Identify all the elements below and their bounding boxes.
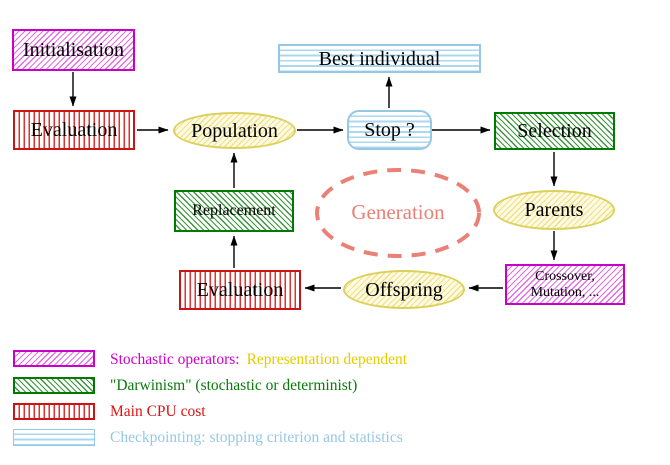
node-stop: Stop ? <box>347 110 432 150</box>
node-parents: Parents <box>493 190 615 230</box>
legend-line-darwinism: "Darwinism" (stochastic or determinist) <box>110 377 358 394</box>
node-selection: Selection <box>494 112 615 150</box>
legend-swatch-darwinism <box>13 377 95 394</box>
legend-swatch-cpu <box>13 403 95 420</box>
node-crossover-mutation: Crossover, Mutation, ... <box>505 264 625 305</box>
crossover-line2: Mutation, ... <box>530 284 600 300</box>
legend-line-cpu: Main CPU cost <box>110 403 206 420</box>
legend-line-stochastic: Stochastic operators: Representation depe… <box>110 351 407 369</box>
legend-stochastic-label: Stochastic operators: <box>110 351 240 368</box>
node-initialisation: Initialisation <box>12 29 135 71</box>
legend-swatch-stochastic <box>13 350 95 367</box>
legend-stochastic-suffix: Representation dependent <box>246 351 408 368</box>
generation-label: Generation <box>351 200 445 224</box>
legend-line-checkpointing: Checkpointing: stopping criterion and st… <box>110 429 403 446</box>
crossover-line1: Crossover, <box>535 269 595 285</box>
node-population: Population <box>173 112 296 149</box>
node-evaluation-top: Evaluation <box>13 110 135 150</box>
node-replacement: Replacement <box>174 190 294 232</box>
legend-swatch-checkpointing <box>13 429 95 446</box>
node-evaluation-bottom: Evaluation <box>179 270 301 310</box>
node-offspring: Offspring <box>343 270 465 309</box>
node-best-individual: Best individual <box>278 44 481 73</box>
generation-dashed-ellipse <box>315 168 481 258</box>
